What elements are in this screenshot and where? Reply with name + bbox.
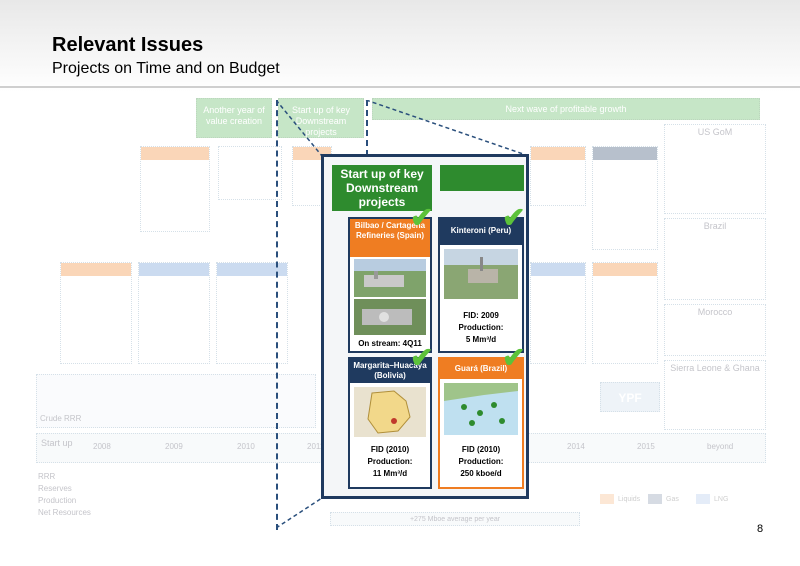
bg-project-box — [218, 146, 282, 200]
legend-gas-swatch — [648, 494, 662, 504]
project-card-detail: 11 Mm³/d — [372, 469, 408, 478]
bolivia-map — [354, 387, 426, 437]
bg-us-gom-box: US GoM — [664, 124, 766, 214]
santos-basin-map — [444, 383, 518, 435]
bg-growth-bar: +275 Mboe average per year — [330, 512, 580, 526]
project-card-title: Margarita–Huacaya (Bolivia) — [350, 359, 430, 383]
bg-project-box — [530, 146, 586, 206]
bg-row-label: Production — [38, 496, 77, 505]
check-icon: ✔ — [502, 202, 526, 233]
project-card-title: Bilbao / Cartagena Refineries (Spain) — [350, 219, 430, 257]
refinery-photo — [354, 259, 426, 297]
bg-brazil-box: Brazil — [664, 218, 766, 300]
bg-project-box — [530, 262, 586, 364]
zoom-connector — [276, 100, 530, 529]
bg-ypf-logo: YPF — [600, 382, 660, 412]
check-icon: ✔ — [410, 202, 434, 233]
project-card-detail: 5 Mm³/d — [465, 335, 497, 344]
project-card-guara: Guará (Brazil) FID (2010) Production: 25… — [438, 357, 524, 489]
project-card-detail: On stream: 4Q11 — [358, 339, 422, 348]
zoom-line-right — [366, 100, 368, 156]
bg-row-label: Net Resources — [38, 508, 91, 517]
slide-subtitle: Projects on Time and on Budget — [52, 60, 280, 77]
bg-project-box — [60, 262, 132, 364]
bg-project-box — [140, 146, 210, 232]
zoom-line-left — [276, 100, 278, 530]
bg-sierra-leone-box: Sierra Leone & Ghana — [664, 360, 766, 430]
project-card-detail: Production: — [458, 457, 504, 466]
check-icon: ✔ — [410, 342, 434, 373]
legend-liquids-swatch — [600, 494, 614, 504]
callout-panel: Start up of key Downstream projects Bilb… — [321, 154, 529, 499]
bg-row-label: RRR — [38, 472, 56, 481]
bg-crude-rrr-label: Crude RRR — [40, 414, 82, 423]
bg-project-box — [592, 146, 658, 250]
project-card-detail: Production: — [458, 323, 504, 332]
legend-lng-label: LNG — [714, 496, 729, 503]
bg-morocco-box: Morocco — [664, 304, 766, 356]
callout-title: Start up of key Downstream projects — [332, 165, 432, 211]
gas-field-photo — [444, 249, 518, 299]
bg-row-label: Reserves — [38, 484, 72, 493]
bg-green-header-2: Start up of key Downstream projects — [278, 98, 364, 138]
project-card-cartagena: Bilbao / Cartagena Refineries (Spain) On… — [348, 217, 432, 353]
slide-title: Relevant Issues — [52, 34, 204, 56]
project-card-title: Kinteroni (Peru) — [440, 219, 522, 245]
slide-header — [0, 0, 800, 92]
check-icon: ✔ — [502, 342, 526, 373]
project-card-kinteroni: Kinteroni (Peru) FID: 2009 Production: 5… — [438, 217, 524, 353]
project-card-detail: FID (2010) — [370, 445, 410, 454]
bg-project-box — [592, 262, 658, 364]
bg-green-header-1: Another year of value creation — [196, 98, 272, 138]
legend-lng-swatch — [696, 494, 710, 504]
header-divider — [0, 86, 800, 88]
project-card-detail: FID: 2009 — [463, 311, 499, 320]
refinery-photo — [354, 299, 426, 335]
bg-green-header-3: Next wave of profitable growth — [372, 98, 760, 120]
bg-info-box — [36, 374, 316, 428]
legend-gas-label: Gas — [666, 496, 679, 503]
callout-green-banner — [440, 165, 524, 191]
legend-liquids-label: Liquids — [618, 496, 641, 503]
bg-project-box — [138, 262, 210, 364]
project-card-detail: FID (2010) — [461, 445, 501, 454]
project-card-detail: Production: — [367, 457, 413, 466]
project-card-margarita: Margarita–Huacaya (Bolivia) FID (2010) P… — [348, 357, 432, 489]
page-number: 8 — [757, 523, 764, 535]
project-card-title: Guará (Brazil) — [440, 359, 522, 379]
project-card-detail: 250 kboe/d — [460, 469, 502, 478]
